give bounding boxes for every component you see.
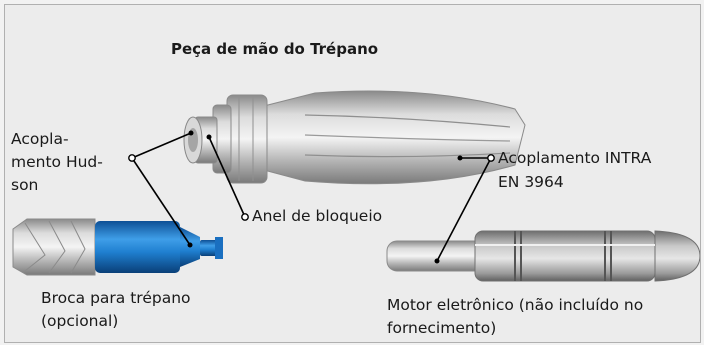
figure-frame: Peça de mão do Trépano Acopla- mento Hud… <box>4 4 701 343</box>
electronic-motor <box>386 230 700 282</box>
label-intra-line2: EN 3964 <box>498 173 564 191</box>
label-hudson-line2: mento Hud- <box>11 153 103 171</box>
leader-lines <box>131 132 492 262</box>
intra-callout-dot <box>487 154 495 162</box>
diagram-title: Peça de mão do Trépano <box>171 40 379 58</box>
label-lock-ring: Anel de bloqueio <box>252 207 383 225</box>
label-intra-line1: Acoplamento INTRA <box>498 149 652 167</box>
leader-tips <box>187 130 463 264</box>
label-motor-line1: Motor eletrônico (não incluído no <box>387 296 644 314</box>
label-motor-line2: fornecimento) <box>387 319 497 337</box>
hudson-callout-dot <box>128 154 136 162</box>
label-hudson-line1: Acopla- <box>11 130 69 148</box>
label-drill-line1: Broca para trépano <box>41 289 191 307</box>
label-hudson-line3: son <box>11 176 39 194</box>
lock-ring-callout-dot <box>241 213 249 221</box>
handpiece <box>183 90 526 185</box>
leader-endpoints <box>128 154 495 221</box>
label-drill-line2: (opcional) <box>41 312 119 330</box>
illustration <box>12 90 700 282</box>
